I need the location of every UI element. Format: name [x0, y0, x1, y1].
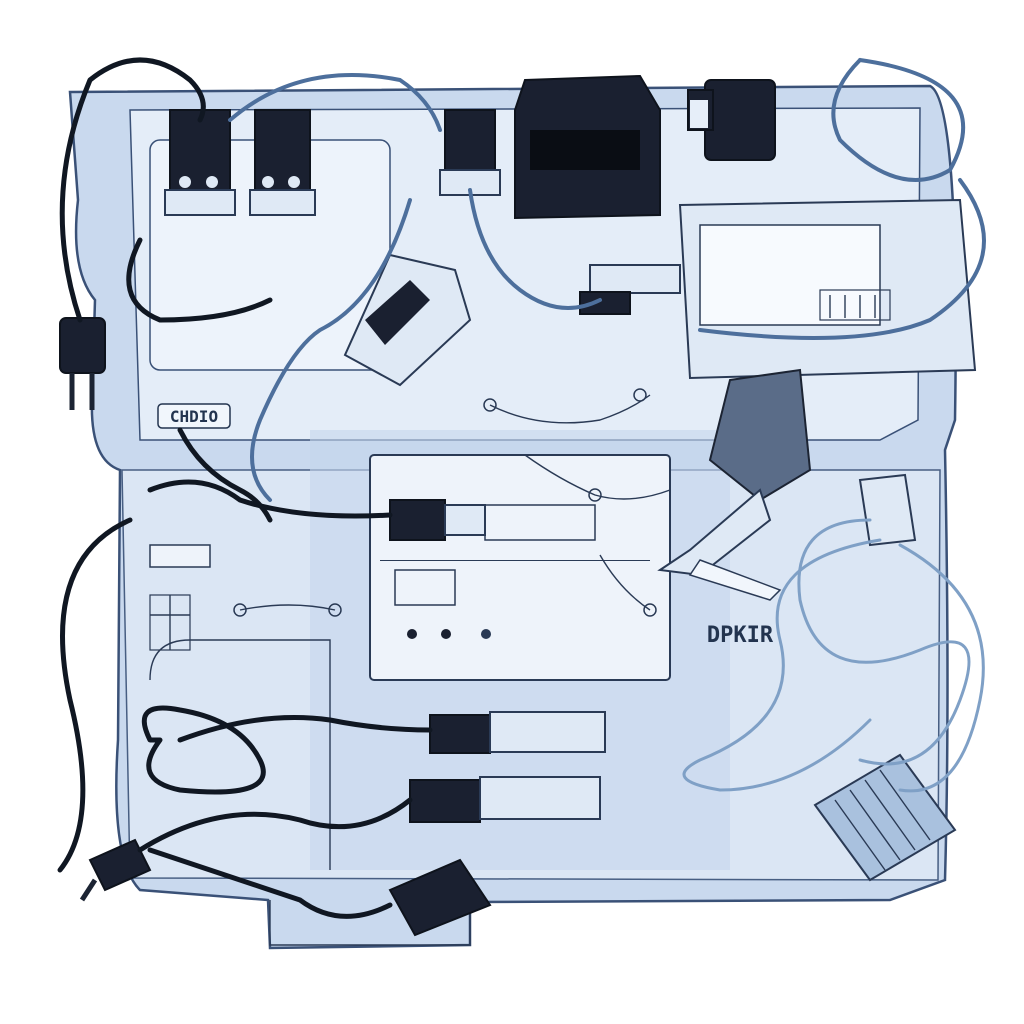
terminal-block-3 — [439, 109, 501, 196]
thin-wires — [233, 388, 671, 617]
power-plug-icon — [59, 317, 152, 902]
board-label-right: DPKIR — [707, 623, 774, 648]
board-label-right-text: DPKIR — [707, 623, 774, 648]
board-label-left: CHDIO — [157, 403, 231, 429]
adapter-box — [343, 253, 472, 387]
black-module — [514, 74, 661, 220]
barrel-plug-icon — [388, 499, 606, 937]
terminal-block-2 — [249, 109, 316, 216]
power-supply-unit — [579, 198, 977, 380]
switch-panel — [149, 544, 211, 651]
blue-cables — [228, 58, 986, 793]
power-adapter-icon — [687, 79, 776, 161]
board-label-left-text: CHDIO — [170, 407, 218, 426]
control-panel — [369, 454, 671, 681]
ribbon-connector-icon — [813, 473, 957, 882]
dark-cables — [57, 57, 433, 919]
grip-connector — [657, 368, 812, 601]
terminal-block-1 — [164, 109, 236, 216]
